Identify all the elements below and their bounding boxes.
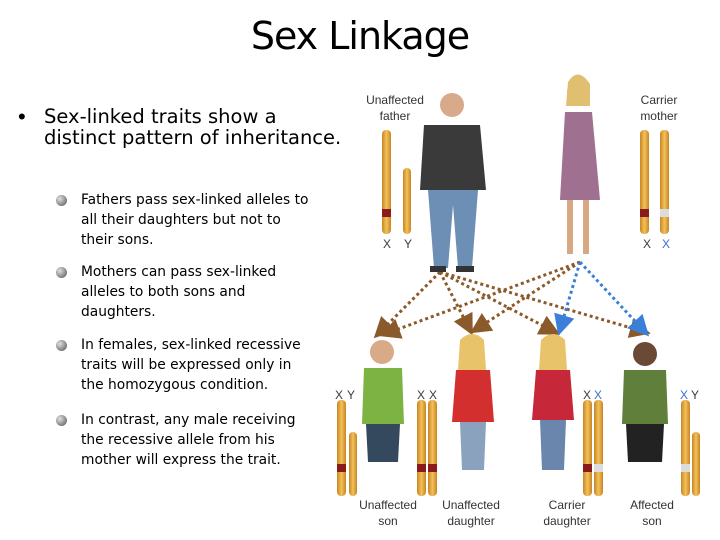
bullet-dot-icon xyxy=(56,267,67,278)
son2-label: Affected son xyxy=(630,498,674,528)
main-point: Sex-linked traits show a distinct patter… xyxy=(44,105,342,149)
bullet-dot-icon xyxy=(56,340,67,351)
father-chrom-y: Y xyxy=(404,237,413,251)
daughter1-chromosomes xyxy=(417,400,437,496)
mother-arrows xyxy=(379,260,650,339)
father-chromosomes xyxy=(382,130,411,234)
daughter2-chrom-x2: X xyxy=(594,388,603,402)
sub-point-text: Mothers can pass sex-linked alleles to b… xyxy=(81,264,277,320)
sub-point-text: In contrast, any male receiving the rece… xyxy=(81,412,296,468)
child-affected-son xyxy=(622,342,668,462)
father-chrom-x: X xyxy=(383,237,392,251)
daughter2-chromosomes xyxy=(583,400,603,496)
mother-chrom-x1: X xyxy=(643,237,652,251)
sub-point-text: In females, sex-linked recessive traits … xyxy=(81,337,301,393)
father-arrows xyxy=(373,270,651,339)
son2-chrom-y: Y xyxy=(691,388,700,402)
father-label: Unaffected father xyxy=(366,93,424,123)
daughter1-label: Unaffected daughter xyxy=(442,498,500,528)
son2-chrom-x: X xyxy=(680,388,689,402)
son1-label: Unaffected son xyxy=(359,498,417,528)
daughter2-label: Carrier daughter xyxy=(543,498,591,528)
son1-chromosomes xyxy=(337,400,357,496)
mother-chromosomes xyxy=(640,130,669,234)
child-carrier-daughter xyxy=(532,334,574,470)
daughter1-chrom-x2: X xyxy=(429,388,438,402)
son1-chrom-x: X xyxy=(335,388,344,402)
main-bullet: • xyxy=(18,104,26,129)
slide-title: Sex Linkage xyxy=(250,14,470,58)
sub-point-text: Fathers pass sex-linked alleles to all t… xyxy=(81,192,309,248)
bullet-dot-icon xyxy=(56,415,67,426)
daughter2-chrom-x1: X xyxy=(583,388,592,402)
son2-chromosomes xyxy=(681,400,700,496)
bullet-dot-icon xyxy=(56,195,67,206)
son1-chrom-y: Y xyxy=(347,388,356,402)
daughter1-chrom-x1: X xyxy=(417,388,426,402)
father-figure xyxy=(420,93,486,272)
mother-figure xyxy=(560,74,600,254)
mother-label: Carrier mother xyxy=(640,93,678,123)
child-unaffected-son xyxy=(362,340,404,462)
mother-chrom-x2: X xyxy=(662,237,671,251)
child-unaffected-daughter xyxy=(452,334,494,470)
